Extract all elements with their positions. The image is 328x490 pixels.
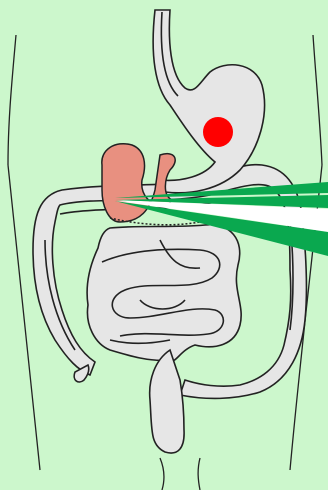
red-dot-icon xyxy=(203,117,233,147)
